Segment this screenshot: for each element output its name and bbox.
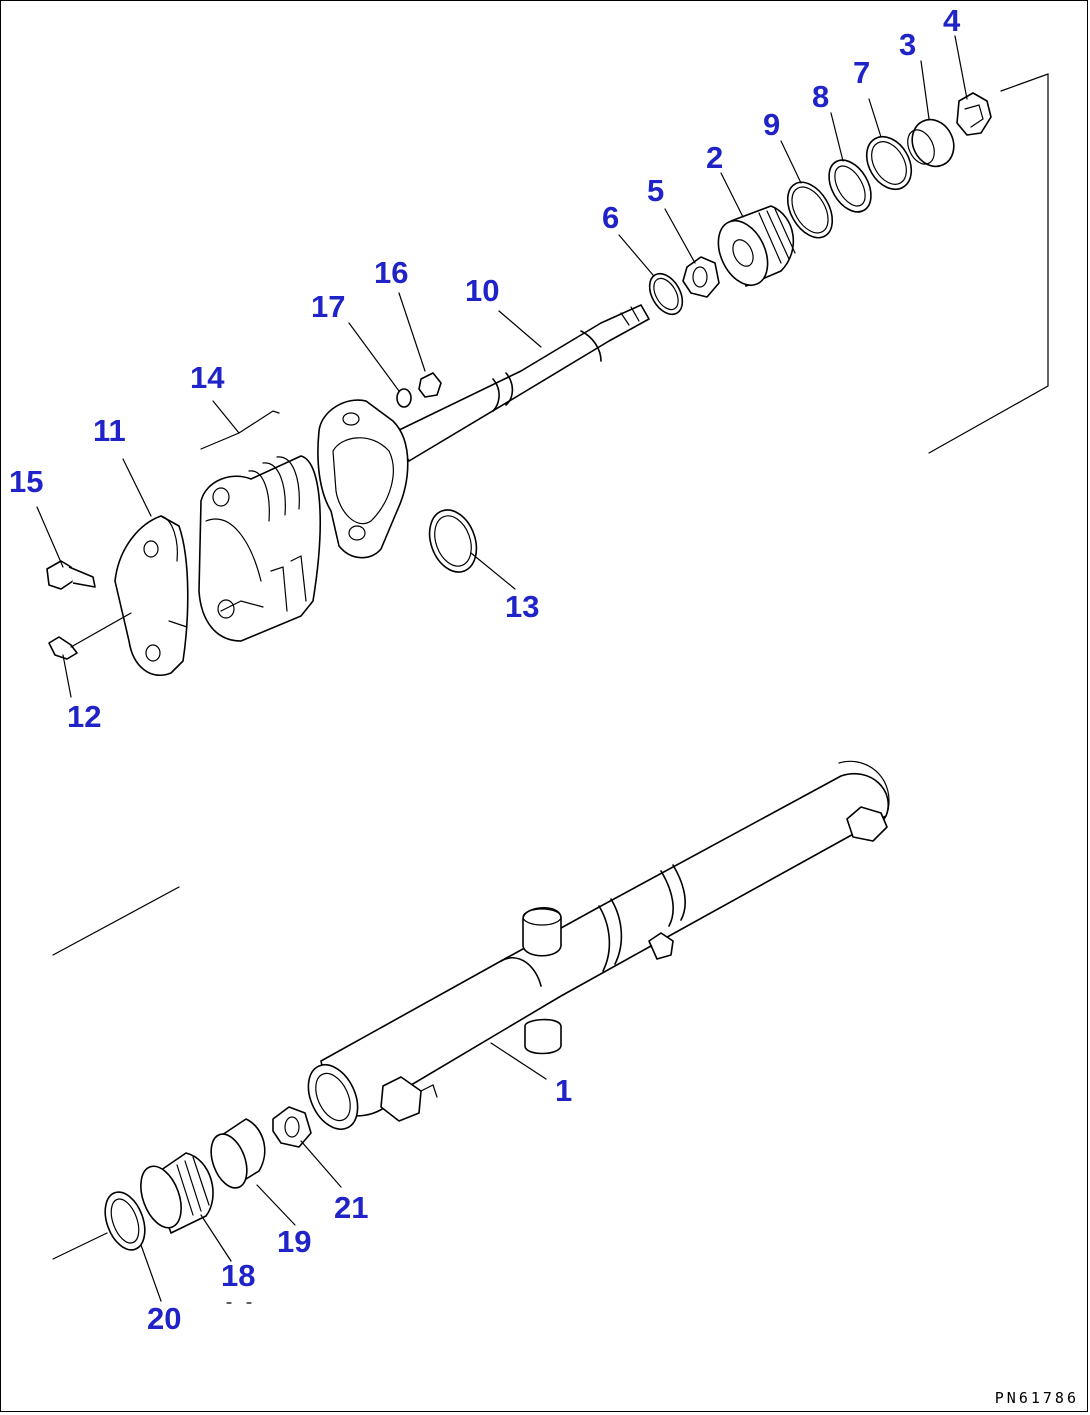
- callout-15: 15: [9, 464, 44, 499]
- part-21-nut: [272, 1106, 312, 1148]
- part-9-ring: [786, 181, 834, 239]
- part-16-nut: [418, 372, 442, 398]
- callout-1: 1: [555, 1073, 573, 1108]
- part-8-ring: [828, 159, 872, 213]
- callout-9: 9: [763, 107, 781, 142]
- callout-18: 18: [221, 1258, 256, 1293]
- lower-axis-lines: [52, 886, 252, 1304]
- callout-14: 14: [190, 360, 225, 395]
- part-19-bushing: [210, 1118, 266, 1189]
- part-1-cylinder-tube: [307, 760, 890, 1130]
- callout-7: 7: [853, 55, 871, 90]
- part-5-nut: [682, 256, 720, 298]
- callout-19: 19: [277, 1224, 312, 1259]
- part-2-piston: [717, 205, 796, 287]
- part-10-rod: [392, 304, 650, 462]
- part-17-washer: [396, 388, 412, 408]
- part-3-bushing: [907, 118, 955, 168]
- rod-eye-head: [317, 399, 409, 559]
- callout-3: 3: [899, 27, 917, 62]
- callout-11: 11: [93, 413, 126, 448]
- callout-12: 12: [67, 699, 102, 734]
- part-4-nut: [956, 92, 992, 136]
- part-20-ring: [104, 1191, 146, 1251]
- part-6-ring: [648, 272, 684, 316]
- leader-lines: [36, 35, 968, 1302]
- part-12-pin: [48, 612, 132, 660]
- callout-16: 16: [374, 255, 409, 290]
- part-15-bolt: [46, 560, 96, 590]
- callout-4: 4: [943, 3, 961, 38]
- callout-20: 20: [147, 1301, 182, 1336]
- callout-8: 8: [812, 79, 830, 114]
- part-11-bracket: [114, 515, 189, 676]
- part-18-piston: [140, 1152, 214, 1234]
- callout-13: 13: [505, 589, 540, 624]
- callout-2: 2: [706, 140, 724, 175]
- callout-10: 10: [465, 273, 500, 308]
- part-14-stack: [198, 455, 321, 642]
- part-7-ring: [865, 135, 913, 191]
- drawing-code: PN61786: [994, 1389, 1079, 1407]
- callout-6: 6: [602, 200, 620, 235]
- part-13-snap-ring: [428, 509, 478, 573]
- upper-axis-lines: [928, 73, 1049, 454]
- callout-17: 17: [311, 289, 346, 324]
- callout-21: 21: [334, 1190, 369, 1225]
- callout-5: 5: [647, 173, 665, 208]
